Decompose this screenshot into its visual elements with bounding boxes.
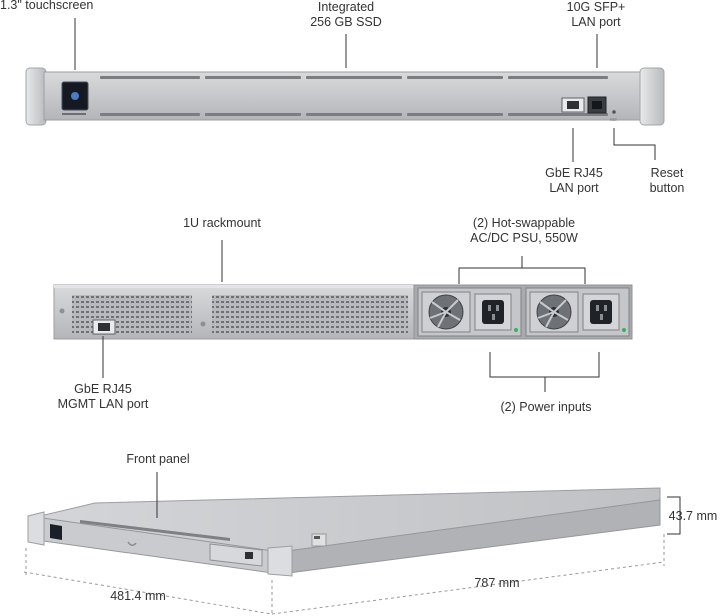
iso-logo-icon <box>127 541 137 546</box>
isometric-view <box>27 487 661 577</box>
front-panel-label: Front panel <box>126 452 190 466</box>
rear-callouts <box>102 240 600 392</box>
dimension-lines <box>23 534 665 615</box>
left-rack-ear <box>25 67 47 126</box>
reset-label: Reset button <box>649 166 685 195</box>
front-chassis <box>43 71 643 121</box>
rear-view <box>53 284 633 340</box>
width-label: 481.4 mm <box>110 589 166 603</box>
height-label: 43.7 mm <box>668 509 718 523</box>
psu-2 <box>525 287 630 337</box>
mgmt-label: GbE RJ45 MGMT LAN port <box>57 382 149 411</box>
ubiquiti-logo-icon <box>71 92 79 100</box>
front-callouts <box>74 18 656 162</box>
psu-1 <box>417 287 522 337</box>
psu-label: (2) Hot-swappable AC/DC PSU, 550W <box>470 216 578 245</box>
rj45-lan-label: GbE RJ45 LAN port <box>545 166 603 195</box>
iso-callouts <box>156 472 681 535</box>
svg-text:RST: RST <box>610 118 618 122</box>
depth-label: 787 mm <box>474 576 520 590</box>
front-vents <box>100 76 608 116</box>
power-inputs-label: (2) Power inputs <box>500 400 592 414</box>
sfp-label: 10G SFP+ LAN port <box>566 0 626 29</box>
ssd-label: Integrated 256 GB SSD <box>310 0 382 29</box>
rear-vent-left <box>72 295 192 335</box>
iso-touchscreen <box>50 524 62 540</box>
touchscreen-label: 1.3" touchscreen <box>0 0 94 12</box>
rear-vent-right <box>212 295 408 335</box>
front-view: RST <box>25 67 665 126</box>
reset-button <box>612 110 616 114</box>
right-rack-ear <box>639 67 665 126</box>
rackmount-label: 1U rackmount <box>183 216 261 230</box>
